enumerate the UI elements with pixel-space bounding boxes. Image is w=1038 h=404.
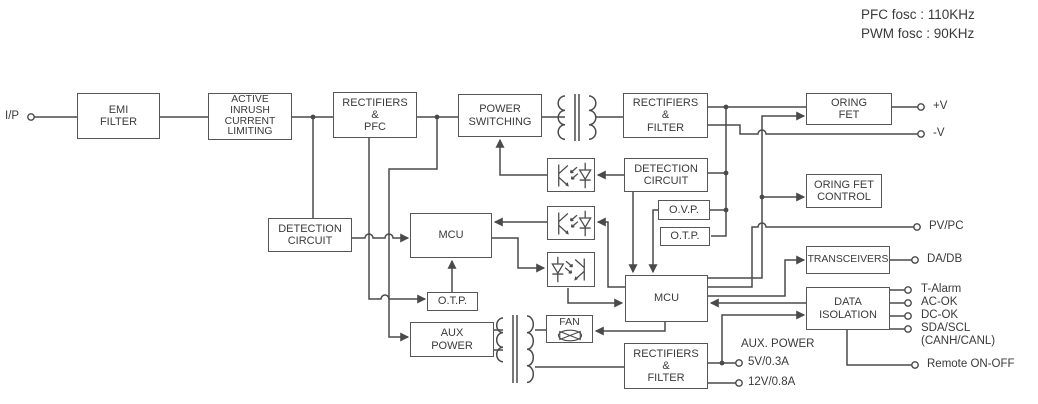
terminal-circles	[27, 103, 925, 387]
optocoupler-comm-rx-icon	[547, 206, 595, 240]
terminal-label-v-plus: +V	[933, 100, 948, 112]
block-detection-circuit-secondary: DETECTION CIRCUIT	[624, 158, 708, 192]
block-otp-primary: O.T.P.	[427, 292, 478, 311]
optocoupler-feedback-icon	[547, 158, 595, 192]
terminal-v-minus	[917, 130, 925, 138]
block-data-isolation: DATA ISOLATION	[806, 287, 890, 330]
optocoupler-comm-tx-icon	[547, 252, 595, 287]
optocoupler-glyph	[557, 210, 592, 236]
oscillator-frequency-notes: PFC fosc : 110KHz PWM fosc : 90KHz	[861, 5, 975, 43]
terminal-label-v-minus: -V	[933, 127, 945, 139]
terminal-t-alarm	[904, 286, 912, 294]
block-ovp: O.V.P.	[658, 200, 710, 220]
junction-dots	[310, 104, 765, 366]
optocoupler-glyph	[550, 256, 585, 283]
block-oring-fet-control: ORING FET CONTROL	[806, 174, 882, 208]
terminal-5v	[735, 359, 743, 367]
pwm-fosc-note: PWM fosc : 90KHz	[861, 26, 975, 41]
optocoupler-glyph	[557, 162, 592, 188]
terminal-label-ac-ok: AC-OK	[921, 296, 958, 308]
aux-transformer-icon	[496, 315, 534, 384]
terminal-label-pv-pc: PV/PC	[929, 220, 964, 232]
main-transformer-icon	[557, 94, 597, 141]
terminal-label-canh-canl: (CANH/CANL)	[921, 335, 996, 347]
block-active-inrush-current-limiting: ACTIVE INRUSH CURRENT LIMITING	[208, 93, 292, 140]
pfc-fosc-note: PFC fosc : 110KHz	[861, 7, 975, 22]
terminal-dc-ok	[904, 312, 912, 320]
terminal-label-5v: 5V/0.3A	[748, 356, 789, 368]
block-rectifiers-filter-aux: RECTIFIERS & FILTER	[624, 343, 708, 389]
terminal-label-dc-ok: DC-OK	[921, 309, 959, 321]
block-detection-circuit-primary: DETECTION CIRCUIT	[268, 218, 352, 252]
terminal-12v	[735, 379, 743, 387]
terminal-label-t-alarm: T-Alarm	[921, 283, 962, 295]
terminal-label-remote: Remote ON-OFF	[927, 358, 1015, 370]
fan-label: FAN	[559, 316, 580, 329]
block-rectifiers-filter-main: RECTIFIERS & FILTER	[623, 93, 708, 138]
terminal-pv-pc	[913, 223, 921, 231]
wires	[34, 106, 918, 384]
aux-power-output-title: AUX. POWER	[741, 338, 815, 350]
terminal-remote	[911, 361, 919, 369]
block-emi-filter: EMI FILTER	[77, 93, 160, 139]
terminal-ip	[27, 113, 35, 121]
block-otp-secondary: O.T.P.	[660, 227, 710, 246]
block-power-switching: POWER SWITCHING	[458, 94, 542, 137]
terminal-da-db	[911, 256, 919, 264]
terminal-ac-ok	[904, 299, 912, 307]
terminal-label-da-db: DA/DB	[927, 253, 963, 265]
block-oring-fet: ORING FET	[806, 93, 892, 125]
terminal-v-plus	[917, 103, 925, 111]
block-fan: FAN	[546, 315, 593, 343]
block-mcu-secondary: MCU	[625, 275, 708, 322]
terminal-label-ip: I/P	[5, 110, 20, 122]
terminal-label-12v: 12V/0.8A	[748, 376, 796, 388]
block-transceivers: TRANSCEIVERS	[806, 246, 890, 274]
block-rectifiers-pfc: RECTIFIERS & PFC	[333, 92, 417, 138]
fan-blade-icon	[557, 329, 582, 342]
block-aux-power: AUX POWER	[410, 322, 494, 357]
block-mcu-primary: MCU	[410, 213, 492, 258]
terminal-label-sda-scl: SDA/SCL	[921, 322, 971, 334]
terminal-sda-scl	[904, 325, 912, 333]
